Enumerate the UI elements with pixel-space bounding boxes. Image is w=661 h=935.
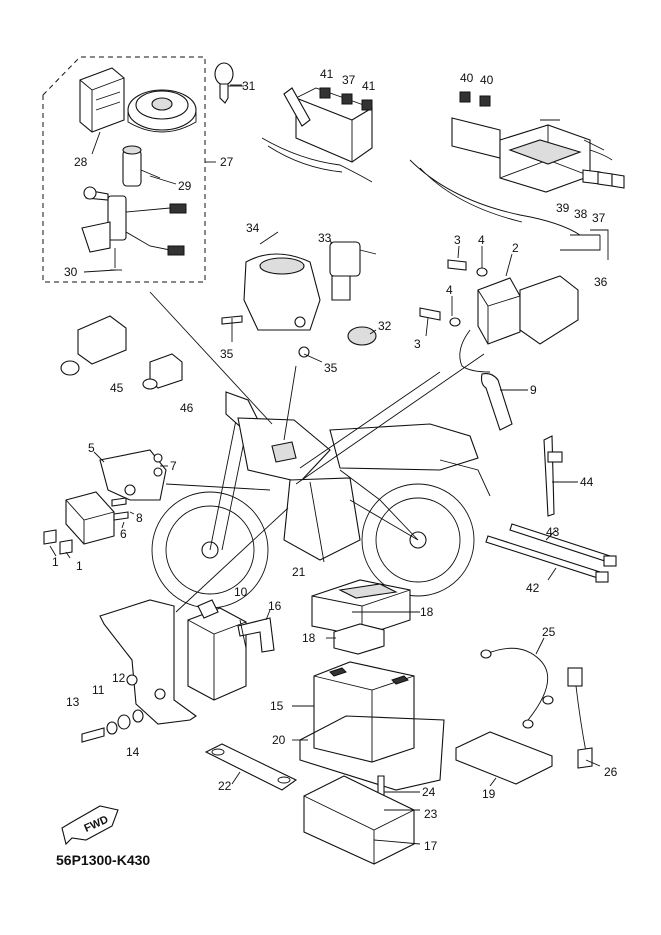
callout-label: 26 — [604, 765, 618, 779]
callout-label: 19 — [482, 787, 496, 801]
callout-label: 40 — [460, 71, 474, 85]
bracket-5-part — [99, 449, 167, 501]
seat-lock-part — [122, 145, 161, 187]
callout-label: 35 — [324, 361, 338, 375]
callout-label: 36 — [594, 275, 608, 289]
callout-label: 37 — [592, 211, 606, 225]
callout-label: 1 — [52, 555, 59, 569]
callout-label: 5 — [88, 441, 95, 455]
main-switch-part — [81, 186, 187, 271]
callout-label: 23 — [424, 807, 438, 821]
rubber-boot-46 — [142, 353, 183, 390]
rectifier-regulator-part — [187, 599, 247, 701]
callout-label: 41 — [362, 79, 376, 93]
callout-label: 32 — [378, 319, 392, 333]
cable-tie-44 — [543, 435, 563, 517]
callout-label: 25 — [542, 625, 556, 639]
button-cell-part — [347, 326, 377, 346]
callout-label: 45 — [110, 381, 124, 395]
callout-label: 35 — [220, 347, 234, 361]
callout-label: 17 — [424, 839, 438, 853]
callout-label: 2 — [512, 241, 519, 255]
mounting-bracket-part — [99, 599, 197, 725]
callout-label: 37 — [342, 73, 356, 87]
callout-label: 20 — [272, 733, 286, 747]
callout-label: 33 — [318, 231, 332, 245]
cable-tube-part — [480, 373, 513, 431]
bolt-13-washers — [81, 709, 144, 743]
callout-labels: 31 41 37 41 40 40 28 27 29 30 34 33 3 4 … — [52, 67, 618, 853]
callout-label: 22 — [218, 779, 232, 793]
callout-label: 30 — [64, 265, 78, 279]
ignition-cover-part — [243, 253, 321, 331]
rubber-boot-45 — [60, 315, 127, 376]
battery-part — [313, 661, 415, 763]
callout-label: 3 — [454, 233, 461, 247]
callout-label: 24 — [422, 785, 436, 799]
motorcycle-outline — [151, 391, 491, 609]
callout-label: 27 — [220, 155, 234, 169]
callout-label: 16 — [268, 599, 282, 613]
battery-lead-26 — [567, 667, 593, 769]
fwd-arrow-icon: FWD — [61, 805, 119, 846]
battery-lead-25 — [480, 647, 554, 729]
cable-tie-42-43 — [485, 523, 617, 583]
callout-label: 39 — [556, 201, 570, 215]
callout-label: 1 — [76, 559, 83, 573]
battery-pad-18 — [333, 623, 385, 655]
callout-label: 12 — [112, 671, 126, 685]
bracket-16-part — [237, 617, 275, 653]
ecu-unit-part — [79, 67, 125, 133]
ecu-housing-part — [65, 491, 115, 545]
callout-label: 31 — [242, 79, 256, 93]
callout-label: 7 — [170, 459, 177, 473]
callout-label: 46 — [180, 401, 194, 415]
battery-box-17 — [303, 775, 415, 865]
rubber-plate-19 — [455, 731, 553, 785]
callout-label: 4 — [446, 283, 453, 297]
callout-label: 43 — [546, 525, 560, 539]
catalog-code: 56P1300-K430 — [56, 852, 151, 868]
callout-label: 29 — [178, 179, 192, 193]
leader-lines — [49, 85, 609, 845]
callout-label: 44 — [580, 475, 594, 489]
callout-label: 41 — [320, 67, 334, 81]
callout-label: 40 — [480, 73, 494, 87]
callout-label: 13 — [66, 695, 80, 709]
callout-label: 6 — [120, 527, 127, 541]
callout-label: 14 — [126, 745, 140, 759]
callout-label: 10 — [234, 585, 248, 599]
callout-label: 8 — [136, 511, 143, 525]
callout-label: 3 — [414, 337, 421, 351]
callout-label: 38 — [574, 207, 588, 221]
handlebar-switch-part — [329, 241, 377, 301]
relay-unit-part — [419, 259, 579, 373]
fuse-box-harness-left — [261, 87, 373, 183]
ignition-set-group — [42, 56, 206, 283]
battery-cover-21 — [311, 579, 411, 637]
callout-label: 21 — [292, 565, 306, 579]
fasteners-1-6-8 — [43, 484, 136, 555]
callout-label: 28 — [74, 155, 88, 169]
fuel-tank-cap-part — [127, 89, 197, 133]
callout-label: 11 — [92, 683, 105, 697]
callout-label: 15 — [270, 699, 284, 713]
callout-label: 42 — [526, 581, 540, 595]
rubber-band-22 — [204, 743, 298, 791]
callout-label: 18 — [302, 631, 316, 645]
callout-label: 9 — [530, 383, 537, 397]
callout-label: 4 — [478, 233, 485, 247]
callout-label: 18 — [420, 605, 434, 619]
fuse-box-harness-right — [409, 91, 625, 251]
key-blank-part — [214, 62, 242, 104]
callout-label: 34 — [246, 221, 260, 235]
battery-tray-20 — [299, 715, 445, 791]
